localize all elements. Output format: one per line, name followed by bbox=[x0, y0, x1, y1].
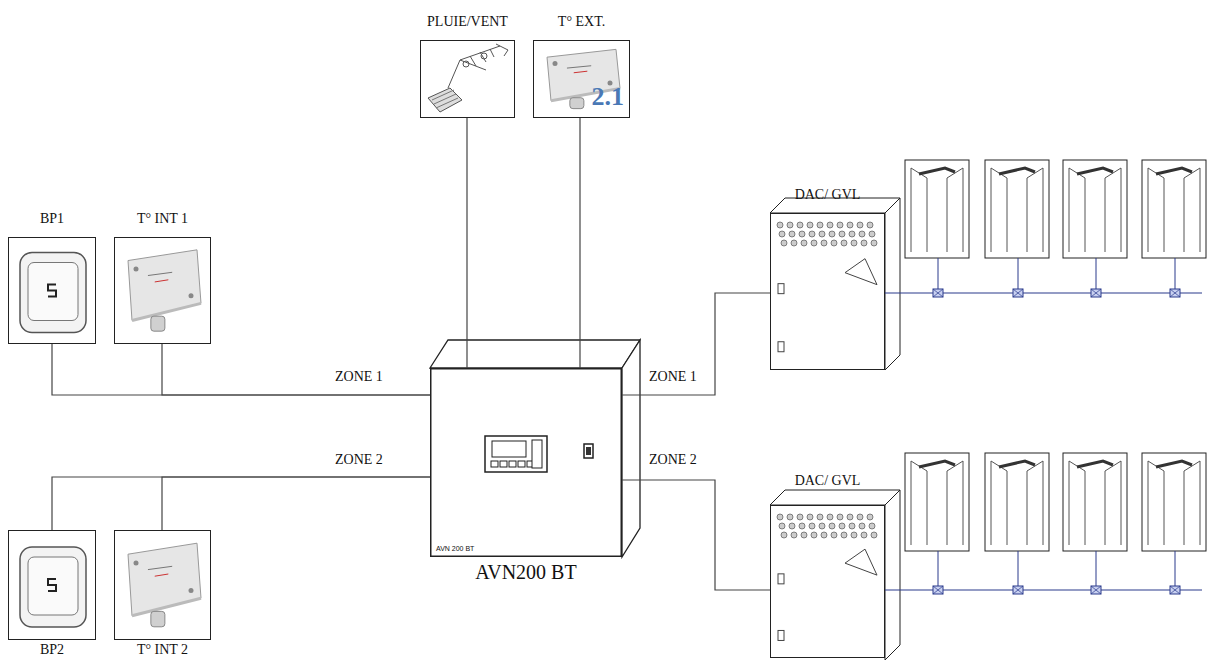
device-label: BP1 bbox=[40, 211, 64, 227]
dac-top bbox=[770, 490, 900, 505]
device-art bbox=[8, 530, 96, 640]
device-label: T° INT 2 bbox=[137, 642, 188, 658]
cabinet-side bbox=[622, 340, 640, 557]
model-tag: AVN 200 BT bbox=[436, 545, 474, 552]
wire-connector bbox=[466, 118, 467, 368]
wire-connector bbox=[52, 477, 430, 530]
device-art bbox=[770, 505, 885, 658]
device-label: T° INT 1 bbox=[137, 211, 188, 227]
device-art bbox=[114, 237, 211, 344]
wire-connector bbox=[162, 477, 430, 530]
dac-side bbox=[885, 198, 900, 370]
callout-number: 2.1 bbox=[592, 82, 625, 112]
zone-label: ZONE 2 bbox=[333, 452, 385, 468]
device-box: T° INT 2 bbox=[114, 530, 211, 640]
window-group bbox=[885, 160, 1206, 594]
device-art bbox=[420, 40, 515, 118]
device-label: BP2 bbox=[40, 642, 64, 658]
zone-label: ZONE 1 bbox=[333, 369, 385, 385]
device-box: T° INT 1 bbox=[114, 237, 211, 344]
device-box: PLUIE/VENT bbox=[420, 40, 515, 118]
dac-side bbox=[885, 490, 900, 660]
device-box: DAC/ GVL bbox=[770, 505, 885, 658]
device-box: BP2 bbox=[8, 530, 96, 640]
device-label: PLUIE/VENT bbox=[427, 14, 508, 30]
device-box: DAC/ GVL bbox=[770, 213, 885, 370]
device-label: T° EXT. bbox=[558, 14, 605, 30]
device-art bbox=[114, 530, 211, 640]
device-art bbox=[8, 237, 96, 344]
device-art bbox=[430, 368, 622, 557]
device-label: DAC/ GVL bbox=[795, 473, 861, 489]
zone-label: ZONE 2 bbox=[647, 452, 699, 468]
wire-connector bbox=[162, 344, 430, 395]
device-art bbox=[770, 213, 885, 370]
cabinet-name: AVN200 BT bbox=[475, 561, 576, 584]
wire-connector bbox=[52, 344, 430, 395]
zone-label: ZONE 1 bbox=[647, 369, 699, 385]
device-box: AVN 200 BTAVN200 BT bbox=[430, 368, 622, 557]
cabinet-top bbox=[430, 340, 640, 368]
device-box: T° EXT.2.1 bbox=[533, 40, 630, 118]
device-box: BP1 bbox=[8, 237, 96, 344]
device-label: DAC/ GVL bbox=[795, 187, 861, 203]
wire-connector bbox=[622, 480, 770, 590]
wire-connector bbox=[622, 293, 770, 395]
wire-connector bbox=[579, 118, 580, 368]
